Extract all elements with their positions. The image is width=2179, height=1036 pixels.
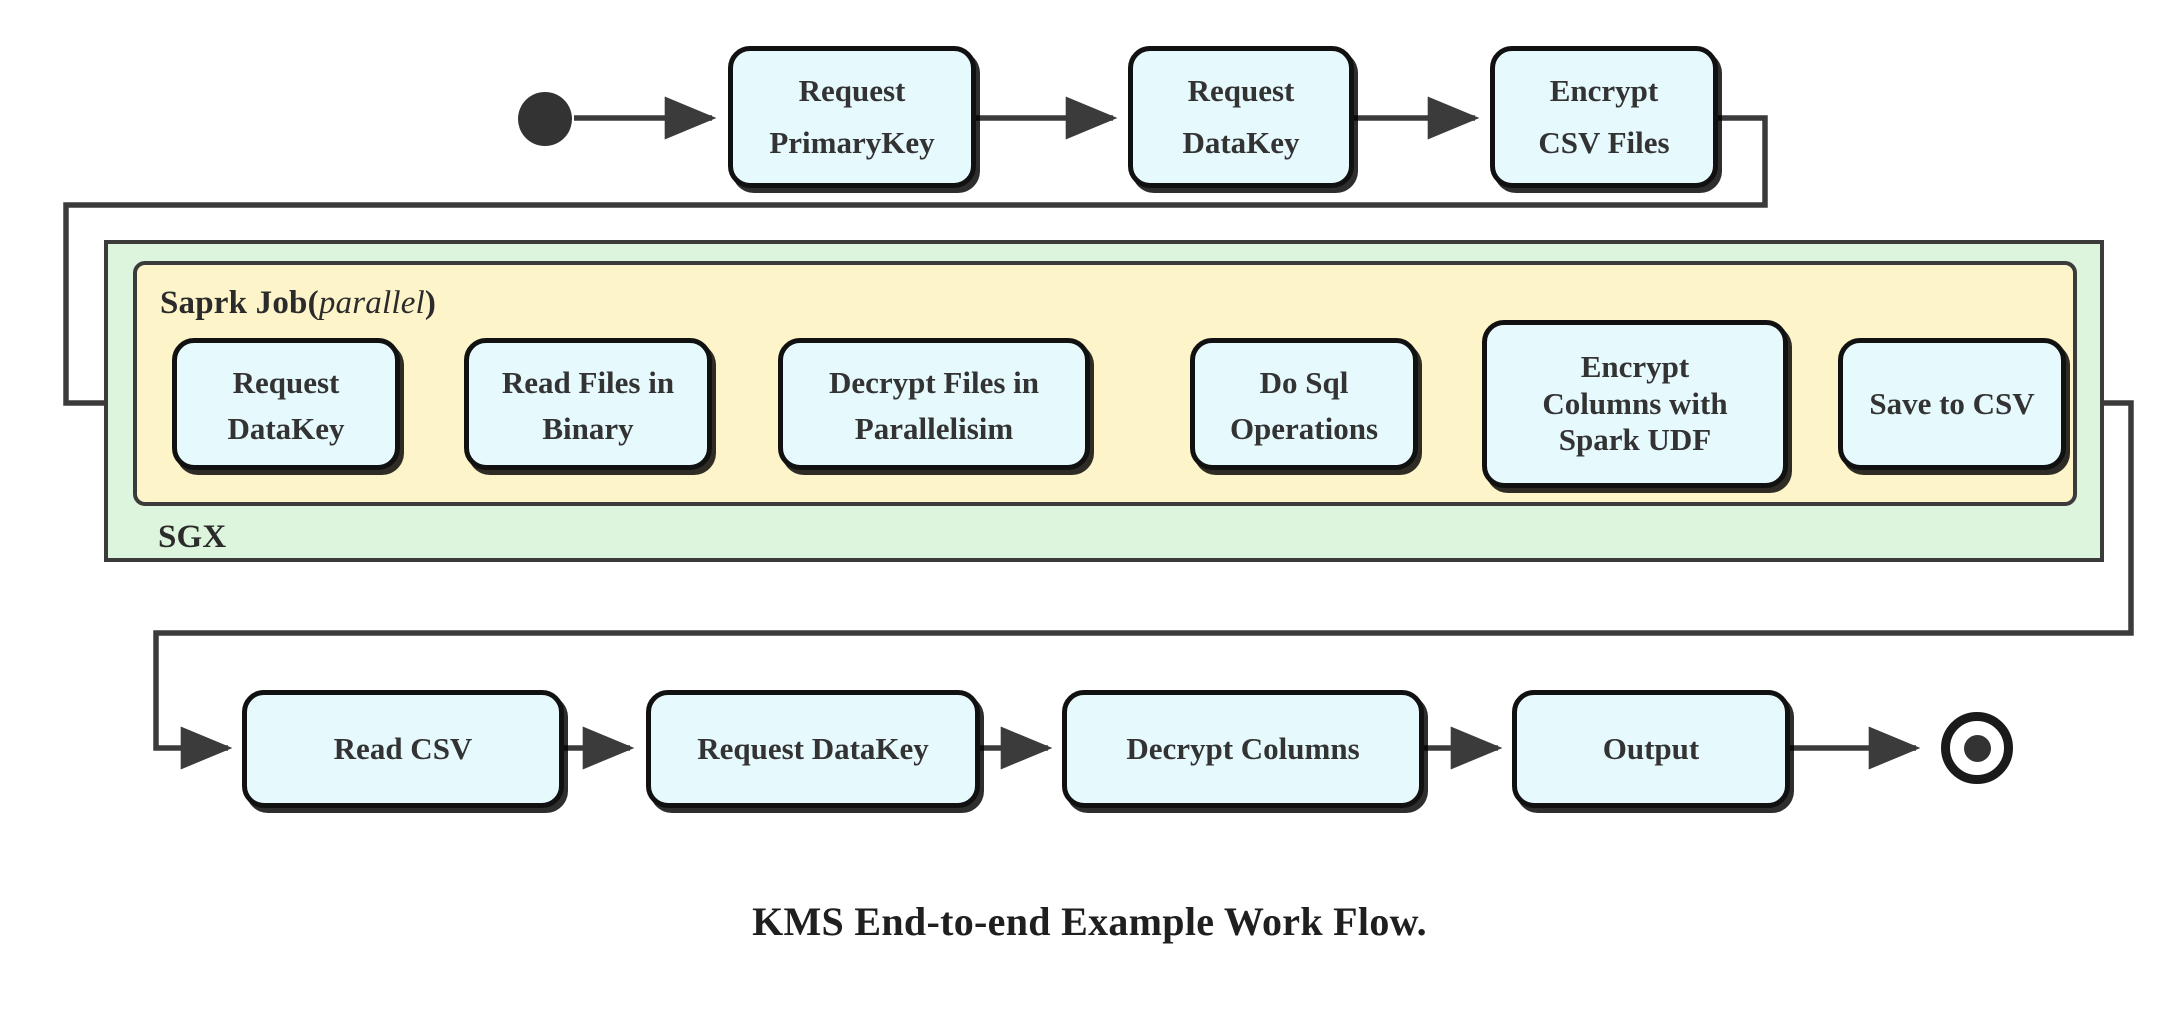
node-decrypt-files-in-parallelisim-text2: Parallelisim	[778, 338, 1090, 470]
node-encrypt-csv-files-line1: Encrypt	[1549, 73, 1659, 108]
end-node	[1941, 712, 2013, 784]
spark-job-paren-open: (	[307, 285, 319, 321]
node-request-datakey-spark-line2: DataKey	[227, 411, 345, 447]
node-read-files-in-binary-line1: Read Files in	[501, 365, 675, 400]
end-node-inner-dot	[1963, 734, 1991, 762]
node-do-sql-operations-line2: Operations	[1229, 411, 1379, 447]
node-request-datakey-top-line1: Request	[1187, 73, 1295, 108]
spark-job-parallel-word: parallel	[318, 285, 425, 321]
node-read-csv[interactable]: Read CSV	[242, 690, 564, 808]
node-encrypt-csv-files-line2: CSV Files	[1538, 125, 1670, 161]
node-save-to-csv[interactable]: Save to CSV	[1838, 338, 2066, 470]
node-decrypt-files-in-parallelisim-line2: Parallelisim	[854, 411, 1014, 447]
node-read-files-in-binary-text2: Binary	[464, 338, 712, 470]
node-decrypt-files-in-parallelisim[interactable]: Decrypt Files in	[778, 338, 1090, 470]
spark-job-title: Saprk Job	[160, 285, 308, 321]
node-encrypt-columns-with-spark-udf[interactable]: Encrypt Columns with Spark UDF	[1482, 320, 1788, 488]
node-request-primarykey-line1: Request	[798, 73, 906, 108]
node-encrypt-csv-files-text2: CSV Files	[1490, 46, 1718, 188]
node-decrypt-columns[interactable]: Decrypt Columns	[1062, 690, 1424, 808]
node-do-sql-operations[interactable]: Do Sql	[1190, 338, 1418, 470]
node-request-datakey-bottom[interactable]: Request DataKey	[646, 690, 980, 808]
node-request-datakey-top-line2: DataKey	[1182, 125, 1300, 161]
node-request-datakey-bottom-line1: Request DataKey	[697, 730, 929, 766]
node-request-datakey-top[interactable]: Request	[1128, 46, 1354, 188]
diagram-caption: KMS End-to-end Example Work Flow.	[752, 899, 1427, 944]
node-do-sql-operations-line1: Do Sql	[1259, 365, 1349, 400]
node-encrypt-csv-files[interactable]: Encrypt	[1490, 46, 1718, 188]
container-sgx-label: SGX	[158, 519, 227, 555]
node-output-line1: Output	[1602, 730, 1700, 766]
node-request-datakey-spark-line1: Request	[232, 365, 340, 400]
node-save-to-csv-line1: Save to CSV	[1869, 385, 2035, 421]
node-output[interactable]: Output	[1512, 690, 1790, 808]
node-encrypt-columns-line3: Spark UDF	[1558, 422, 1712, 458]
node-request-datakey-spark-text2: DataKey	[172, 338, 400, 470]
node-request-primarykey-text2: PrimaryKey	[728, 46, 976, 188]
node-read-files-in-binary[interactable]: Read Files in	[464, 338, 712, 470]
node-encrypt-columns-line1: Encrypt	[1580, 349, 1690, 385]
container-spark-job-label: Saprk Job(parallel)	[160, 285, 436, 322]
node-encrypt-columns-line2: Columns with	[1542, 385, 1728, 421]
node-request-primarykey-line2: PrimaryKey	[769, 125, 935, 161]
start-node	[518, 92, 572, 146]
node-request-datakey-spark[interactable]: Request	[172, 338, 400, 470]
node-decrypt-files-in-parallelisim-line1: Decrypt Files in	[828, 365, 1040, 400]
node-request-datakey-top-text2: DataKey	[1128, 46, 1354, 188]
node-do-sql-operations-text2: Operations	[1190, 338, 1418, 470]
node-request-primarykey[interactable]: Request	[728, 46, 976, 188]
spark-job-paren-close: )	[424, 285, 437, 321]
node-decrypt-columns-line1: Decrypt Columns	[1126, 730, 1360, 766]
node-read-csv-line1: Read CSV	[333, 730, 473, 766]
node-read-files-in-binary-line2: Binary	[542, 411, 634, 447]
